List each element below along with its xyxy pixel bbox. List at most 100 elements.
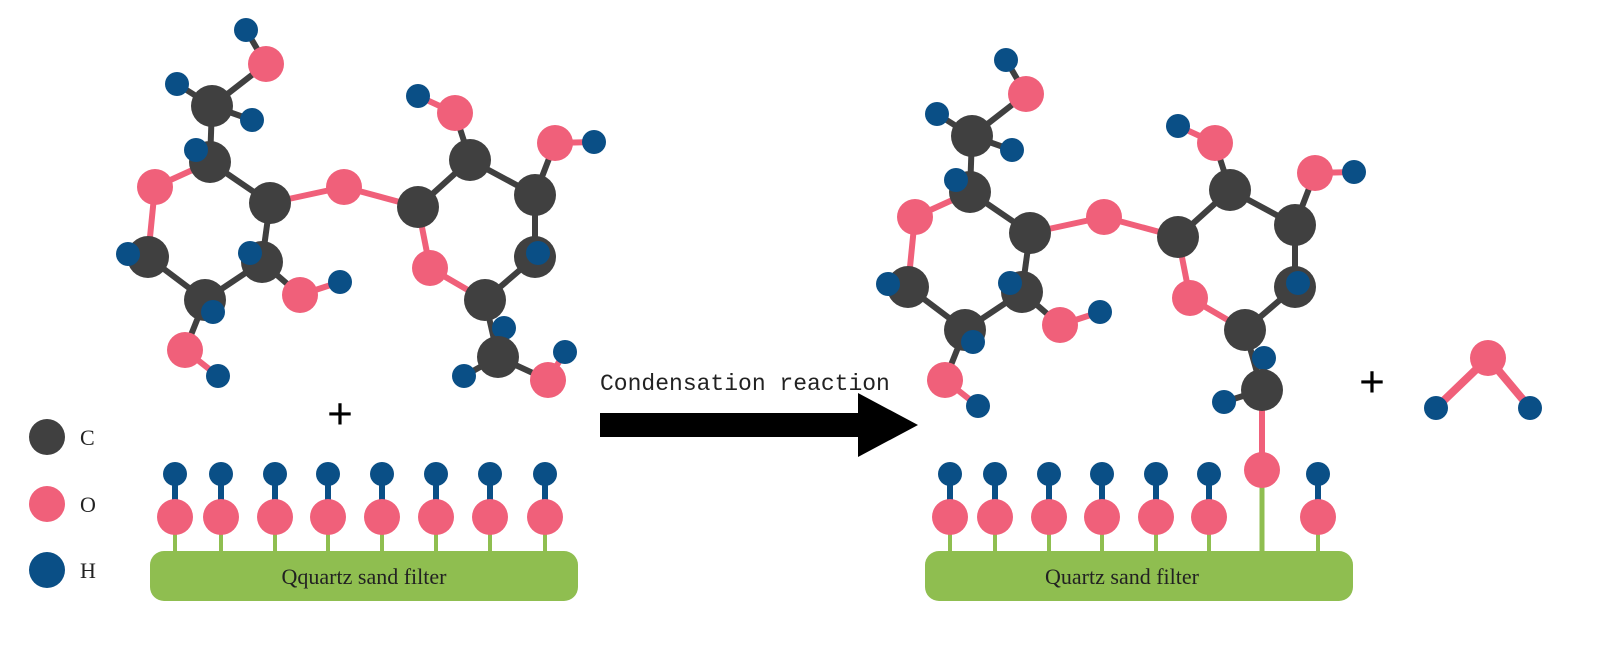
hydrogen-atom bbox=[1197, 462, 1221, 486]
hydrogen-atom bbox=[526, 241, 550, 265]
hydrogen-atom bbox=[201, 300, 225, 324]
oxygen-atom bbox=[257, 499, 293, 535]
hydrogen-atom bbox=[209, 462, 233, 486]
oxygen-atom bbox=[137, 169, 173, 205]
oxygen-atom bbox=[418, 499, 454, 535]
legend-hydrogen-swatch bbox=[29, 552, 65, 588]
right-quartz-filter bbox=[925, 551, 1353, 601]
legend-oxygen-swatch bbox=[29, 486, 65, 522]
hydrogen-atom bbox=[1252, 346, 1276, 370]
oxygen-atom bbox=[248, 46, 284, 82]
oxygen-atom bbox=[282, 277, 318, 313]
oxygen-atom bbox=[927, 362, 963, 398]
hydrogen-atom bbox=[1212, 390, 1236, 414]
oxygen-atom bbox=[527, 499, 563, 535]
carbon-atom bbox=[1209, 169, 1251, 211]
oxygen-atom bbox=[1138, 499, 1174, 535]
hydrogen-atom bbox=[184, 138, 208, 162]
oxygen-atom bbox=[1244, 452, 1280, 488]
oxygen-atom bbox=[1031, 499, 1067, 535]
left-filter-label: Qquartz sand filter bbox=[282, 564, 448, 589]
carbon-atom bbox=[1009, 212, 1051, 254]
plus-sign-left: + bbox=[327, 388, 353, 439]
hydrogen-atom bbox=[1037, 462, 1061, 486]
hydrogen-atom bbox=[206, 364, 230, 388]
oxygen-atom bbox=[530, 362, 566, 398]
left-quartz-filter bbox=[150, 551, 578, 601]
hydrogen-atom bbox=[1518, 396, 1542, 420]
oxygen-atom bbox=[472, 499, 508, 535]
carbon-atom bbox=[397, 186, 439, 228]
oxygen-atom bbox=[157, 499, 193, 535]
hydrogen-atom bbox=[234, 18, 258, 42]
hydrogen-atom bbox=[876, 272, 900, 296]
oxygen-atom bbox=[1470, 340, 1506, 376]
hydrogen-atom bbox=[478, 462, 502, 486]
hydrogen-atom bbox=[1306, 462, 1330, 486]
hydrogen-atom bbox=[961, 330, 985, 354]
oxygen-atom bbox=[167, 332, 203, 368]
hydrogen-atom bbox=[238, 241, 262, 265]
oxygen-atom bbox=[1042, 307, 1078, 343]
hydrogen-atom bbox=[582, 130, 606, 154]
legend-carbon-label: C bbox=[80, 425, 95, 450]
hydrogen-atom bbox=[553, 340, 577, 364]
carbon-atom bbox=[449, 139, 491, 181]
carbon-atom bbox=[1241, 369, 1283, 411]
hydrogen-atom bbox=[944, 168, 968, 192]
oxygen-atom bbox=[1086, 199, 1122, 235]
oxygen-atom bbox=[1008, 76, 1044, 112]
carbon-atom bbox=[1224, 309, 1266, 351]
carbon-atom bbox=[514, 174, 556, 216]
hydrogen-atom bbox=[452, 364, 476, 388]
hydrogen-atom bbox=[424, 462, 448, 486]
hydrogen-atom bbox=[925, 102, 949, 126]
oxygen-atom bbox=[1172, 280, 1208, 316]
hydrogen-atom bbox=[938, 462, 962, 486]
hydrogen-atom bbox=[165, 72, 189, 96]
carbon-atom bbox=[887, 266, 929, 308]
oxygen-atom bbox=[1191, 499, 1227, 535]
oxygen-atom bbox=[437, 95, 473, 131]
carbon-atom bbox=[464, 279, 506, 321]
carbon-atom bbox=[477, 336, 519, 378]
right-filter-label: Quartz sand filter bbox=[1045, 564, 1200, 589]
hydrogen-atom bbox=[1088, 300, 1112, 324]
legend-oxygen-label: O bbox=[80, 492, 96, 517]
oxygen-atom bbox=[412, 250, 448, 286]
hydrogen-atom bbox=[263, 462, 287, 486]
oxygen-atom bbox=[1297, 155, 1333, 191]
arrow-label: Condensation reaction bbox=[600, 371, 890, 397]
hydrogen-atom bbox=[328, 270, 352, 294]
oxygen-atom bbox=[364, 499, 400, 535]
molecule-atoms bbox=[116, 18, 1542, 535]
hydrogen-atom bbox=[1286, 271, 1310, 295]
carbon-atom bbox=[1274, 204, 1316, 246]
reaction-arrow bbox=[600, 393, 918, 457]
oxygen-atom bbox=[897, 199, 933, 235]
hydrogen-atom bbox=[533, 462, 557, 486]
oxygen-atom bbox=[1084, 499, 1120, 535]
plus-sign-right: + bbox=[1359, 356, 1385, 407]
oxygen-atom bbox=[932, 499, 968, 535]
hydrogen-atom bbox=[492, 316, 516, 340]
oxygen-atom bbox=[310, 499, 346, 535]
oxygen-atom bbox=[1300, 499, 1336, 535]
hydrogen-atom bbox=[994, 48, 1018, 72]
hydrogen-atom bbox=[370, 462, 394, 486]
hydrogen-atom bbox=[1144, 462, 1168, 486]
hydrogen-atom bbox=[1090, 462, 1114, 486]
hydrogen-atom bbox=[240, 108, 264, 132]
legend-hydrogen-label: H bbox=[80, 558, 96, 583]
hydrogen-atom bbox=[1342, 160, 1366, 184]
hydrogen-atom bbox=[163, 462, 187, 486]
hydrogen-atom bbox=[316, 462, 340, 486]
oxygen-atom bbox=[326, 169, 362, 205]
hydrogen-atom bbox=[1424, 396, 1448, 420]
oxygen-atom bbox=[203, 499, 239, 535]
oxygen-atom bbox=[537, 125, 573, 161]
hydrogen-atom bbox=[1000, 138, 1024, 162]
hydrogen-atom bbox=[1166, 114, 1190, 138]
carbon-atom bbox=[1157, 216, 1199, 258]
